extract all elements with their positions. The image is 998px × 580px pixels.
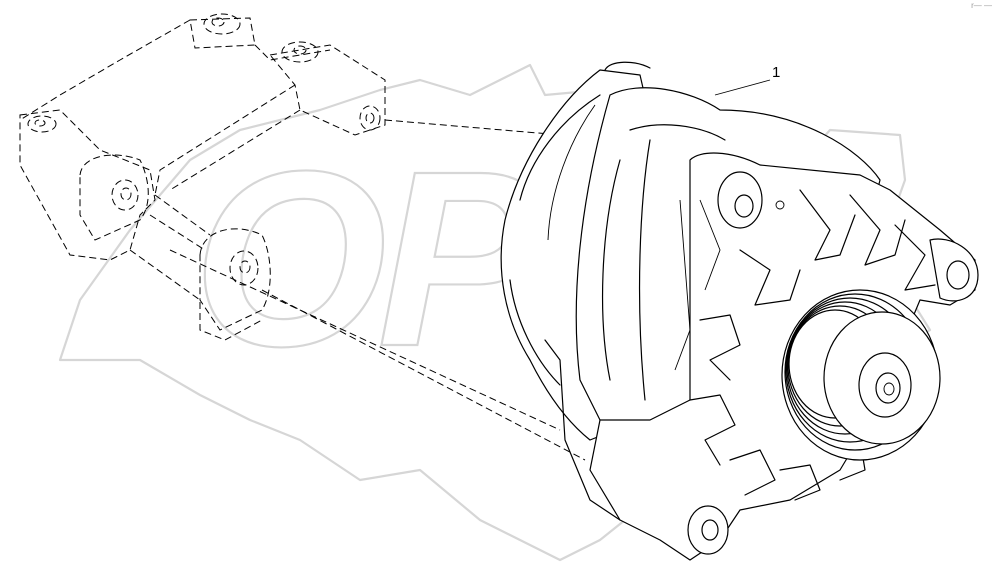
mounting-bracket <box>19 13 621 461</box>
alternator-pulley <box>781 289 941 461</box>
callout-leader-line <box>714 79 771 96</box>
alternator-assembly <box>500 61 979 561</box>
callout-label: 1 <box>772 64 780 81</box>
callout-1: 1 <box>714 64 780 96</box>
corner-mark: r— — <box>971 1 992 10</box>
